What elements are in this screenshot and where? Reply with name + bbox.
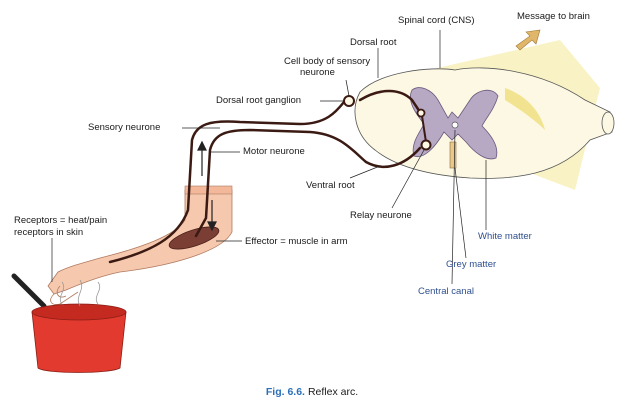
leader-lines — [51, 30, 487, 285]
leader-ventral — [349, 165, 381, 179]
label-cell-body-2: neurone — [300, 67, 335, 78]
label-dorsal-root-ganglion: Dorsal root ganglion — [216, 95, 302, 106]
pot-rim — [31, 303, 127, 321]
arrow-up-head — [197, 140, 207, 151]
message-arrow — [515, 29, 541, 51]
direction-arrows — [197, 140, 217, 232]
label-message-to-brain: Message to brain — [517, 11, 590, 22]
white-matter-highlight — [505, 88, 545, 130]
label-ventral-root: Ventral root — [306, 180, 355, 191]
label-effector: Effector = muscle in arm — [245, 236, 348, 247]
leader-cell-body — [345, 79, 350, 97]
leader-canal — [451, 129, 456, 285]
figure-caption: Fig. 6.6.Reflex arc. — [0, 386, 624, 398]
hot-pot — [11, 273, 127, 373]
sensory-cell-body — [343, 95, 355, 107]
leader-grey — [454, 167, 467, 259]
label-sensory-neurone: Sensory neurone — [88, 122, 161, 133]
motor-neurone-path — [194, 128, 422, 238]
central-canal-dot — [451, 121, 459, 129]
sensory-neurone-path — [108, 96, 354, 264]
figure-title: Reflex arc. — [307, 386, 359, 398]
pot-handle — [11, 273, 47, 309]
label-spinal-cord: Spinal cord (CNS) — [398, 15, 475, 26]
sensory-neurone-path-inner — [358, 89, 422, 114]
label-central-canal: Central canal — [418, 286, 474, 297]
label-receptors-1: Receptors = heat/pain — [14, 215, 108, 226]
relay-neurone-path — [421, 115, 427, 143]
label-grey-matter: Grey matter — [446, 259, 497, 270]
label-white-matter: White matter — [478, 231, 532, 242]
label-receptors-2: receptors in skin — [14, 227, 84, 238]
steam — [59, 279, 101, 307]
hand-fingers — [50, 285, 79, 305]
cord-end — [601, 111, 615, 135]
label-relay-neurone: Relay neurone — [350, 210, 412, 221]
spinal-cord-section — [354, 40, 615, 190]
label-cell-body-1: Cell body of sensory — [284, 56, 371, 67]
muscle-effector — [168, 226, 220, 250]
pot-body — [31, 311, 127, 373]
nerve-paths — [108, 89, 432, 264]
grey-matter-marker — [449, 141, 457, 169]
relay-upper-body — [416, 108, 426, 118]
leader-relay — [391, 149, 425, 209]
arm — [47, 185, 233, 305]
label-motor-neurone: Motor neurone — [243, 146, 305, 157]
figure-number: Fig. 6.6. — [265, 386, 305, 398]
arrow-down-head — [207, 221, 217, 232]
label-dorsal-root: Dorsal root — [350, 37, 397, 48]
relay-lower-body — [420, 139, 432, 151]
